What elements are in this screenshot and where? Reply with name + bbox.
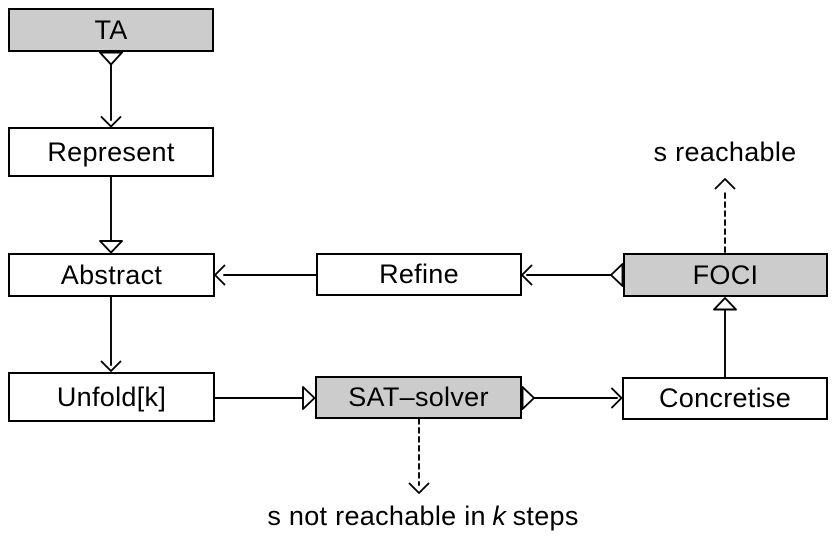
- label-s-not-reachable-suffix: steps: [512, 501, 579, 531]
- box-refine-label: Refine: [379, 259, 459, 289]
- open-triangle-foci-tail: [610, 263, 624, 287]
- box-abstract: Abstract: [8, 253, 215, 297]
- box-ta: TA: [8, 8, 214, 52]
- open-triangle-abstract-head: [99, 240, 123, 254]
- open-triangle-sat-tail: [521, 386, 535, 410]
- arrowhead-refine: [521, 264, 533, 286]
- box-unfold-k-label: Unfold[k]: [56, 381, 167, 412]
- open-triangle-ta-tail: [99, 51, 123, 66]
- box-represent: Represent: [8, 127, 214, 177]
- arrowhead-s-reachable: [714, 178, 736, 190]
- box-represent-label: Represent: [47, 136, 175, 167]
- box-concretise-label: Concretise: [658, 383, 792, 413]
- arrowhead-abstract-left: [214, 264, 226, 286]
- box-foci-label: FOCI: [692, 259, 759, 290]
- label-s-reachable: s reachable: [653, 137, 797, 167]
- open-triangle-foci-head: [713, 297, 737, 311]
- arrowhead-s-not-reachable: [408, 482, 430, 494]
- arrowhead-unfold: [100, 360, 122, 372]
- box-sat-solver: SAT–solver: [315, 376, 522, 419]
- arrowhead-concretise: [611, 387, 623, 409]
- label-s-not-reachable-prefix: s not reachable in: [267, 501, 486, 531]
- box-concretise: Concretise: [622, 377, 828, 420]
- box-unfold-k: Unfold[k]: [8, 372, 215, 422]
- box-foci: FOCI: [623, 253, 828, 297]
- box-ta-label: TA: [94, 14, 128, 45]
- label-k-variable: k: [492, 501, 507, 531]
- box-abstract-label: Abstract: [60, 259, 163, 290]
- arrowhead-represent: [100, 116, 122, 128]
- open-triangle-sat-head: [302, 386, 316, 410]
- box-sat-solver-label: SAT–solver: [348, 382, 489, 412]
- box-refine: Refine: [316, 253, 522, 296]
